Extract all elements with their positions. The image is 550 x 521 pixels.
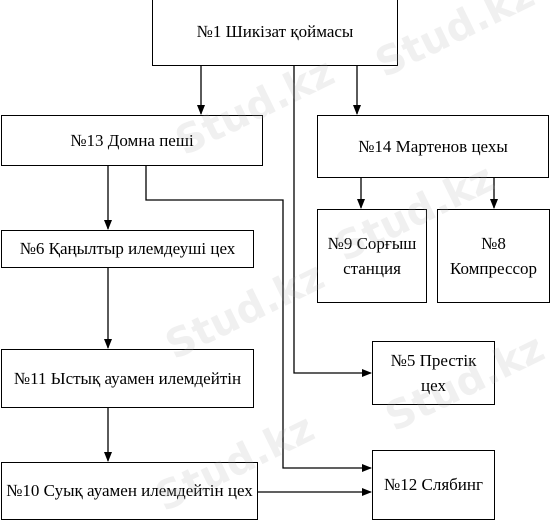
node-n8-label-line1: №8 bbox=[481, 233, 506, 253]
node-n5-press-shop: №5 Престік цех bbox=[372, 341, 495, 405]
node-n10-label: №10 Суық ауамен илемдейтін цех bbox=[6, 481, 253, 501]
node-n11-label: №11 Ыстық ауамен илемдейтін bbox=[13, 368, 242, 388]
node-n6-label: №6 Қаңылтыр илемдеуші цех bbox=[19, 239, 236, 259]
node-n8-label-line2: Компрессор bbox=[449, 259, 538, 278]
node-n10-cold-rolling-shop: №10 Суық ауамен илемдейтін цех bbox=[1, 462, 258, 520]
node-n6-sheet-rolling-shop: №6 Қаңылтыр илемдеуші цех bbox=[1, 230, 254, 268]
node-n14-open-hearth-shop: №14 Мартенов цехы bbox=[317, 115, 549, 178]
node-n1-raw-material-store: №1 Шикізат қоймасы bbox=[152, 0, 398, 66]
node-n1-label: №1 Шикізат қоймасы bbox=[196, 21, 354, 41]
node-n11-hot-rolling: №11 Ыстық ауамен илемдейтін bbox=[1, 349, 254, 408]
node-n5-label: №5 Престік цех bbox=[390, 350, 477, 396]
node-n9-label-line2: станция bbox=[343, 259, 401, 278]
node-n13-label: №13 Домна пеші bbox=[70, 130, 194, 150]
node-n8-compressor: №8 Компрессор bbox=[437, 209, 550, 303]
node-n13-blast-furnace: №13 Домна пеші bbox=[1, 115, 263, 166]
node-n12-slabbing: №12 Слябинг bbox=[372, 450, 495, 520]
arrow-n1-to-n5 bbox=[293, 66, 372, 377]
arrow-n13-to-n12 bbox=[145, 166, 372, 472]
node-n14-label: №14 Мартенов цехы bbox=[358, 136, 508, 156]
node-n12-label: №12 Слябинг bbox=[384, 475, 483, 495]
node-n9-label-line1: №9 Сорғыш bbox=[327, 233, 417, 253]
node-n9-suction-station: №9 Сорғыш станция bbox=[317, 209, 427, 303]
